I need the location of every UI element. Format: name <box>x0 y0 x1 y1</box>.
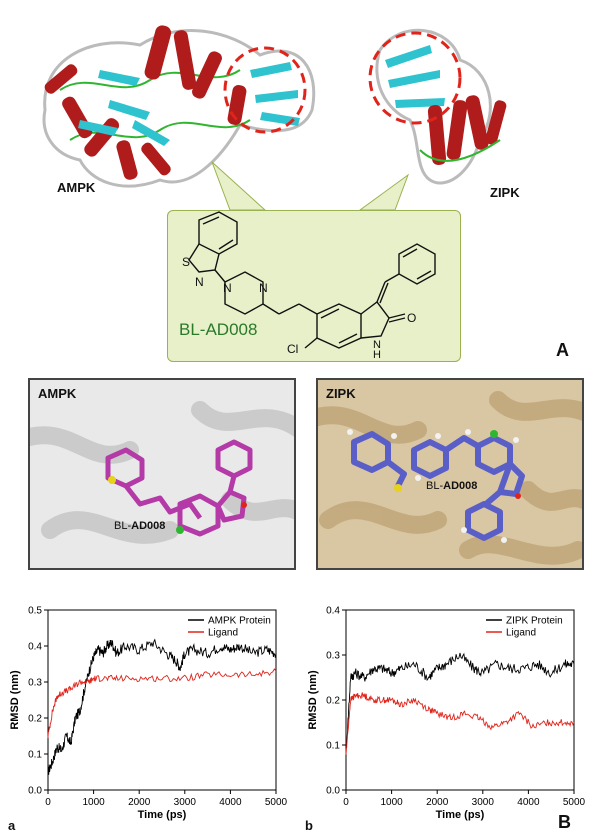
y-tick-label: 0.2 <box>28 714 42 725</box>
x-tick-label: 0 <box>343 797 349 808</box>
series-line-1 <box>47 668 277 739</box>
y-axis-label: RMSD (nm) <box>9 670 21 730</box>
ampk-ligand-label: BL-AD008 <box>114 520 165 532</box>
y-tick-label: 0.4 <box>326 606 340 617</box>
legend-label-1: Ligand <box>506 628 536 639</box>
atom-n3: N <box>259 281 268 295</box>
rmsd-chart-ampk: 0 1000 2000 3000 4000 5000 0.0 0.1 0.2 0.3 0.4 0.5T… <box>9 606 288 822</box>
x-tick-label: 5000 <box>265 797 288 808</box>
ampk-ribbon <box>42 25 316 188</box>
zipk-site-circle <box>368 31 462 125</box>
zipk-docking-scene <box>318 391 582 565</box>
y-tick-label: 0.0 <box>326 786 340 797</box>
atom-cl: Cl <box>287 342 298 356</box>
x-tick-label: 2000 <box>128 797 151 808</box>
zipk-docking-box: ZIPK BL-AD008 <box>316 378 584 570</box>
series-line-0 <box>345 652 575 758</box>
ampk-docking-box: AMPK BL-AD008 <box>28 378 296 570</box>
x-axis-label: Time (ps) <box>436 809 485 821</box>
y-tick-label: 0.1 <box>326 741 340 752</box>
atom-o: O <box>407 311 416 325</box>
series-line-0 <box>47 638 277 775</box>
plot-frame <box>345 609 575 791</box>
sub-a-label: a <box>8 818 16 833</box>
legend-label-0: ZIPK Protein <box>506 616 563 627</box>
y-tick-label: 0.3 <box>326 651 340 662</box>
molecule-callout <box>167 210 461 362</box>
x-tick-label: 1000 <box>82 797 105 808</box>
y-tick-label: 0.3 <box>28 678 42 689</box>
atom-n2: N <box>223 281 232 295</box>
ampk-ligand-prefix: BL- <box>114 520 132 532</box>
x-tick-label: 5000 <box>563 797 586 808</box>
y-tick-label: 0.5 <box>28 606 42 617</box>
x-tick-label: 3000 <box>472 797 495 808</box>
ampk-box-title: AMPK <box>38 386 77 401</box>
panel-a-letter: A <box>556 340 569 360</box>
atom-nh-n: N <box>373 339 381 351</box>
ampk-label: AMPK <box>57 180 96 195</box>
atom-s: S <box>182 255 190 269</box>
y-tick-label: 0.1 <box>28 750 42 761</box>
sub-b-label: b <box>305 818 313 833</box>
x-tick-label: 2000 <box>426 797 449 808</box>
x-tick-label: 0 <box>45 797 51 808</box>
x-tick-label: 1000 <box>380 797 403 808</box>
molecule-structure: S N N N Cl O N H BL-AD008 <box>179 211 436 360</box>
plot-frame <box>47 609 277 791</box>
x-tick-label: 4000 <box>517 797 540 808</box>
zipk-ligand-prefix: BL- <box>426 480 444 492</box>
zipk-ligand-label: BL-AD008 <box>426 480 477 492</box>
atom-nh-h: H <box>373 349 381 360</box>
zipk-ligand-suffix: AD008 <box>443 480 478 492</box>
ampk-site-circle <box>223 46 307 134</box>
x-axis-label: Time (ps) <box>138 809 187 821</box>
molecule-name: BL-AD008 <box>179 320 257 339</box>
zipk-ribbon <box>368 28 507 185</box>
rmsd-chart-zipk: 0 1000 2000 3000 4000 5000 0.0 0.1 0.2 0.3 0.4Time… <box>307 606 586 822</box>
y-tick-label: 0.0 <box>28 786 42 797</box>
ampk-ligand-suffix: AD008 <box>131 520 166 532</box>
y-tick-label: 0.2 <box>326 696 340 707</box>
protein-structures <box>42 25 507 188</box>
zipk-label: ZIPK <box>490 185 520 200</box>
legend-label-0: AMPK Protein <box>208 616 271 627</box>
x-tick-label: 3000 <box>174 797 197 808</box>
ampk-docking-scene <box>30 401 294 544</box>
series-line-1 <box>345 692 575 755</box>
panel-b-letter: B <box>558 812 571 832</box>
y-axis-label: RMSD (nm) <box>307 670 319 730</box>
legend-label-1: Ligand <box>208 628 238 639</box>
atom-n1: N <box>195 275 204 289</box>
y-tick-label: 0.4 <box>28 642 42 653</box>
zipk-box-title: ZIPK <box>326 386 356 401</box>
x-tick-label: 4000 <box>219 797 242 808</box>
